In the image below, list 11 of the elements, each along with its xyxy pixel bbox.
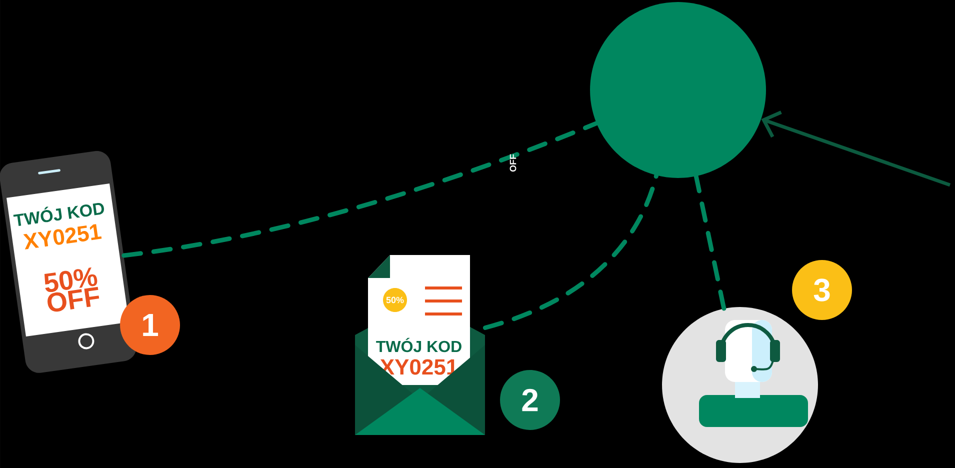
number-badge: 1 [120, 295, 180, 355]
dashed-connector [482, 173, 659, 330]
rotated-label: OFF [510, 154, 516, 172]
big-circle [590, 2, 766, 178]
dashed-connector [694, 174, 726, 311]
number-badge: 2 [500, 370, 560, 430]
dashed-connector [122, 121, 599, 258]
number-badge: 3 [792, 260, 852, 320]
phone-drawing: TWÓJ KOD XY0251 50% OFF [6, 169, 129, 350]
support-agent-drawing [662, 306, 818, 463]
arrow [761, 110, 951, 187]
